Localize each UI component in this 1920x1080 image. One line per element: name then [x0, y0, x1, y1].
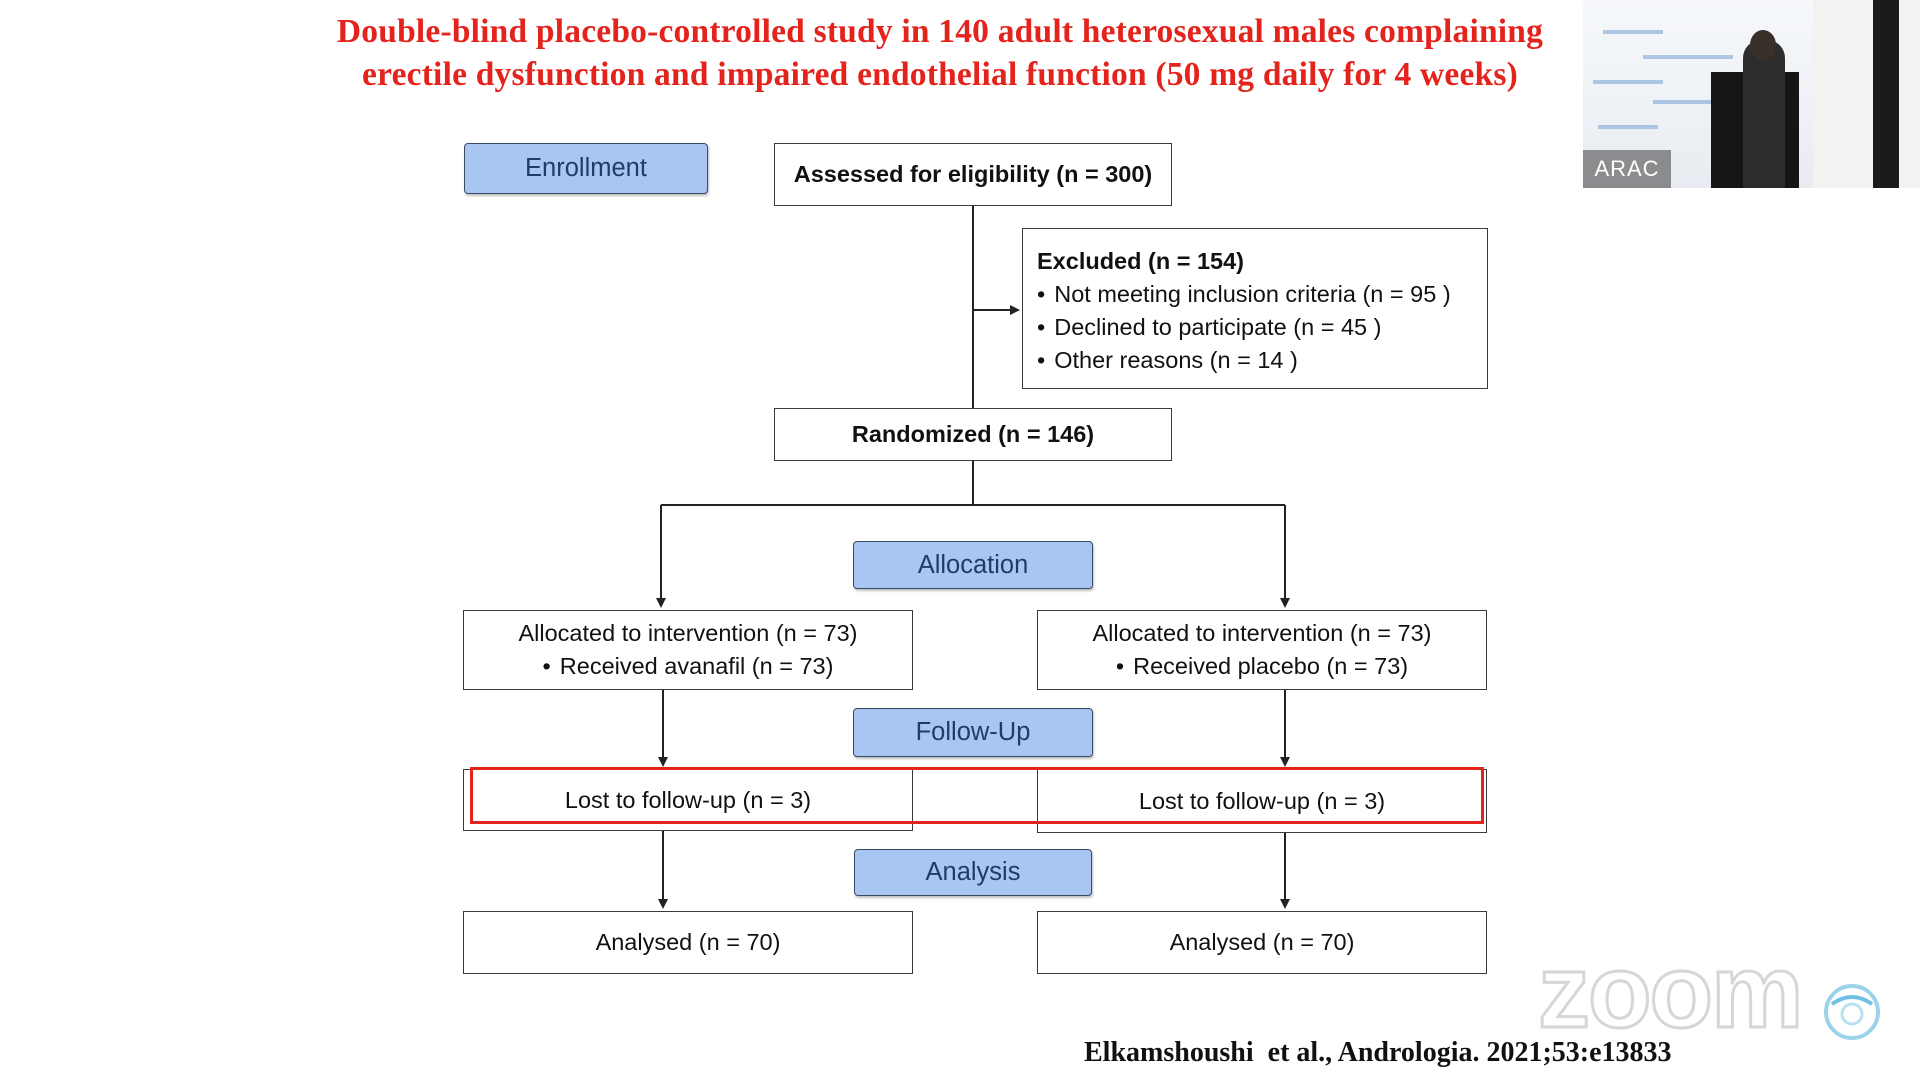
- speaker-figure: [1743, 40, 1785, 188]
- left-allocation-line-1: Allocated to intervention (n = 73): [518, 620, 858, 646]
- excluded-item: Declined to participate (n = 45 ): [1037, 311, 1487, 344]
- right-lost-text: Lost to follow-up (n = 3): [1138, 787, 1386, 814]
- title-line-2: erectile dysfunction and impaired endoth…: [362, 56, 1518, 93]
- randomized-text: Randomized (n = 146): [851, 421, 1095, 447]
- excluded-header: Excluded (n = 154): [1037, 248, 1245, 274]
- video-name-tag: ARAC: [1583, 150, 1671, 188]
- right-lost-box: Lost to follow-up (n = 3): [1037, 769, 1487, 833]
- right-allocation-box: Allocated to intervention (n = 73) Recei…: [1037, 610, 1487, 690]
- left-allocation-box: Allocated to intervention (n = 73) Recei…: [463, 610, 913, 690]
- citation: Elkamshoushi et al., Andrologia. 2021;53…: [1084, 1037, 1672, 1068]
- assessed-text: Assessed for eligibility (n = 300): [793, 161, 1153, 187]
- left-lost-text: Lost to follow-up (n = 3): [564, 786, 812, 813]
- left-analysed-text: Analysed (n = 70): [595, 929, 781, 955]
- left-allocation-lines: Allocated to intervention (n = 73) Recei…: [519, 617, 858, 683]
- stage-label-follow-up: Follow-Up: [853, 708, 1093, 757]
- zoom-logo: zoom: [1537, 934, 1806, 1050]
- assessed-box: Assessed for eligibility (n = 300): [774, 143, 1172, 206]
- right-allocation-line-2: Received placebo (n = 73): [1093, 650, 1432, 683]
- excluded-list: Not meeting inclusion criteria (n = 95 )…: [1037, 278, 1487, 377]
- video-pillar: [1873, 0, 1899, 188]
- video-wall: [1813, 0, 1920, 188]
- right-analysed-box: Analysed (n = 70): [1037, 911, 1487, 974]
- left-analysed-box: Analysed (n = 70): [463, 911, 913, 974]
- right-allocation-lines: Allocated to intervention (n = 73) Recei…: [1093, 617, 1432, 683]
- slide-title: Double-blind placebo-controlled study in…: [280, 10, 1600, 96]
- excluded-item: Not meeting inclusion criteria (n = 95 ): [1037, 278, 1487, 311]
- stage-label-allocation: Allocation: [853, 541, 1093, 589]
- excluded-item: Other reasons (n = 14 ): [1037, 344, 1487, 377]
- conference-badge-icon: [1824, 984, 1880, 1040]
- randomized-box: Randomized (n = 146): [774, 408, 1172, 461]
- speaker-video-thumbnail[interactable]: ARAC: [1583, 0, 1920, 188]
- stage-label-analysis: Analysis: [854, 849, 1092, 896]
- speaker-head: [1750, 30, 1776, 60]
- right-allocation-line-1: Allocated to intervention (n = 73): [1092, 620, 1432, 646]
- stage-label-enrollment: Enrollment: [464, 143, 708, 194]
- left-allocation-line-2: Received avanafil (n = 73): [519, 650, 858, 683]
- left-lost-box: Lost to follow-up (n = 3): [463, 769, 913, 831]
- title-line-1: Double-blind placebo-controlled study in…: [336, 13, 1544, 50]
- excluded-box: Excluded (n = 154) Not meeting inclusion…: [1022, 228, 1488, 389]
- right-analysed-text: Analysed (n = 70): [1169, 929, 1355, 955]
